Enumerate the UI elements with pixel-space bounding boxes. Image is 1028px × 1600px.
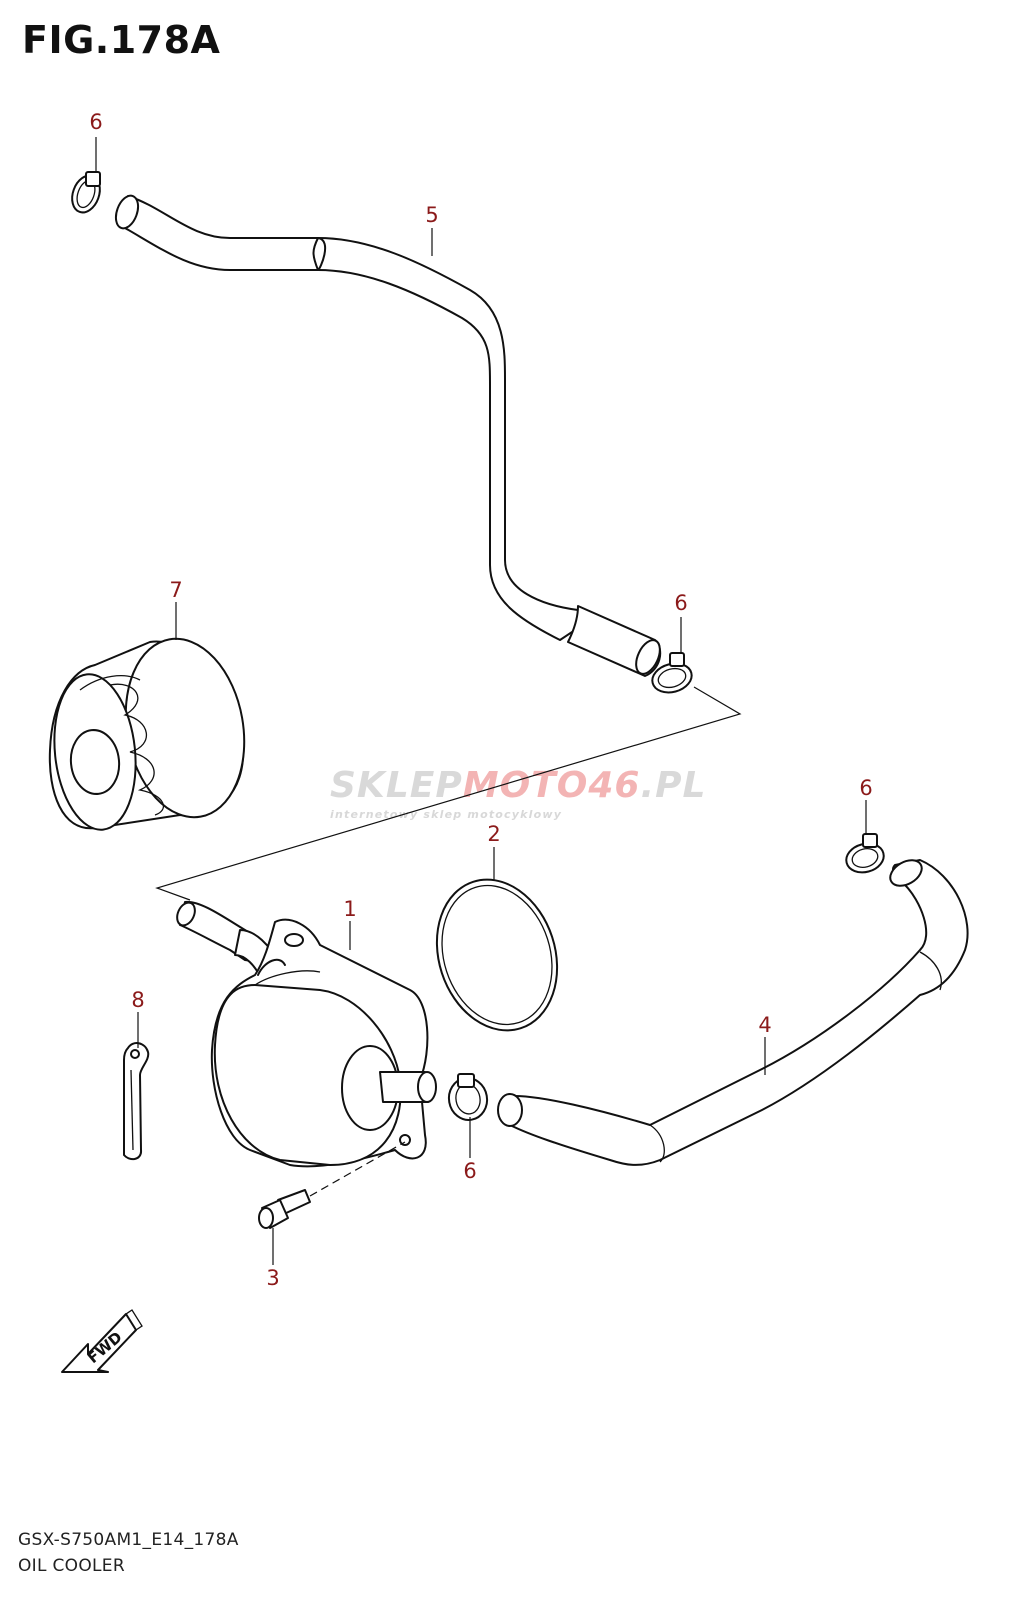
watermark-brand-d: .PL bbox=[640, 765, 706, 806]
callout-7: 7 bbox=[169, 578, 182, 602]
clamp-6-right-mid bbox=[845, 833, 885, 874]
callout-6-bottom: 6 bbox=[463, 1159, 476, 1183]
callout-6-right-mid: 6 bbox=[859, 776, 872, 800]
watermark: SKLEPMOTO46.PL internetowy sklep motocyk… bbox=[330, 765, 706, 821]
watermark-tagline: internetowy sklep motocyklowy bbox=[330, 808, 562, 821]
figure-title: FIG.178A bbox=[22, 18, 221, 62]
oil-filter-7 bbox=[48, 637, 246, 831]
figure-name: OIL COOLER bbox=[18, 1556, 125, 1576]
hose-4 bbox=[497, 859, 969, 1166]
watermark-brand-a: SKLEP bbox=[330, 765, 463, 806]
fwd-arrow-icon: FWD bbox=[61, 1309, 143, 1373]
watermark-brand-c: 46 bbox=[587, 765, 640, 806]
callout-4: 4 bbox=[758, 1013, 771, 1037]
leader-lines bbox=[95, 137, 867, 1265]
watermark-brand-b: MOTO bbox=[463, 765, 589, 806]
oil-cooler-1 bbox=[176, 900, 437, 1168]
o-ring-2 bbox=[435, 878, 559, 1032]
figure-code: GSX-S750AM1_E14_178A bbox=[18, 1530, 239, 1550]
callout-6-right-top: 6 bbox=[674, 591, 687, 615]
clamp-6-bottom bbox=[447, 1073, 489, 1121]
callout-1: 1 bbox=[343, 897, 356, 921]
callout-8: 8 bbox=[131, 988, 144, 1012]
hose-5 bbox=[114, 194, 662, 677]
callout-2: 2 bbox=[487, 822, 500, 846]
callout-5: 5 bbox=[425, 203, 438, 227]
strap-8 bbox=[123, 1042, 150, 1161]
svg-text:SKLEPMOTO46.PL: SKLEPMOTO46.PL bbox=[330, 765, 706, 806]
assembly-line bbox=[155, 686, 742, 901]
callout-3: 3 bbox=[266, 1266, 279, 1290]
clamp-6-right-top bbox=[651, 652, 693, 694]
callout-6-top: 6 bbox=[89, 110, 102, 134]
bolt-3 bbox=[258, 1141, 406, 1229]
clamp-6-top bbox=[71, 171, 101, 214]
